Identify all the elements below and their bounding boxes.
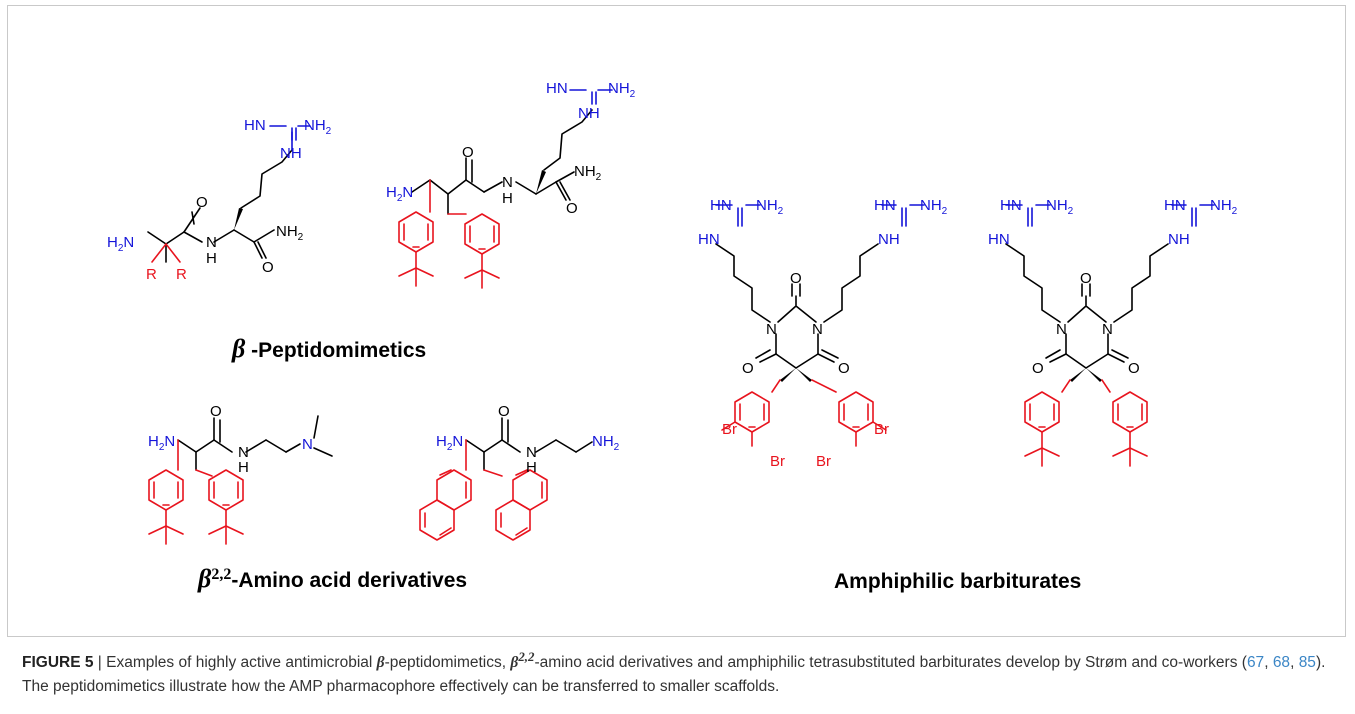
amino-acid-naphthyl-structure: H2N O N H NH2	[419, 403, 620, 541]
svg-text:O: O	[498, 403, 510, 420]
svg-text:O: O	[210, 403, 222, 420]
svg-text:HN: HN	[1000, 197, 1022, 214]
svg-text:NH2: NH2	[920, 197, 948, 217]
svg-text:N: N	[206, 234, 217, 251]
svg-text:NH2: NH2	[756, 197, 784, 217]
svg-text:H2N: H2N	[148, 433, 175, 453]
chemical-structures: H2N R R O N H O NH2 NH HN NH2 H2N	[107, 80, 1238, 545]
svg-text:Br: Br	[722, 421, 737, 438]
svg-text:O: O	[262, 259, 274, 276]
svg-text:HN: HN	[1164, 197, 1186, 214]
svg-text:N: N	[302, 436, 313, 453]
svg-text:Br: Br	[816, 453, 831, 470]
svg-text:H2N: H2N	[386, 184, 413, 204]
reference-link-67[interactable]: 67	[1246, 654, 1265, 672]
svg-text:HN: HN	[698, 231, 720, 248]
svg-text:O: O	[1128, 360, 1140, 377]
svg-text:H: H	[206, 250, 217, 267]
reference-link-68[interactable]: 68	[1272, 654, 1291, 672]
title-amphiphilic-barbiturates: Amphiphilic barbiturates	[834, 570, 1082, 593]
svg-text:N: N	[1102, 321, 1113, 338]
figure-frame	[7, 5, 1346, 637]
figure-caption: FIGURE 5 | Examples of highly active ant…	[22, 649, 1326, 696]
svg-text:N: N	[812, 321, 823, 338]
title-amino-acid-derivatives: β2,2-Amino acid derivatives	[198, 564, 468, 593]
svg-text:H2N: H2N	[436, 433, 463, 453]
svg-text:H: H	[502, 190, 513, 207]
svg-text:Br: Br	[874, 421, 889, 438]
svg-text:H: H	[526, 459, 537, 476]
svg-text:HN: HN	[710, 197, 732, 214]
svg-text:N: N	[526, 444, 537, 461]
svg-text:O: O	[566, 200, 578, 217]
svg-text:HN: HN	[546, 80, 568, 97]
r-group-label: R	[146, 266, 157, 283]
svg-text:HN: HN	[988, 231, 1010, 248]
svg-text:R: R	[176, 266, 187, 283]
svg-text:O: O	[1032, 360, 1044, 377]
peptidomimetic-tbu-structure: H2N O N H O NH2 NH HN NH2	[386, 80, 636, 289]
figure-label: FIGURE 5	[22, 654, 94, 672]
svg-text:NH2: NH2	[304, 117, 332, 137]
svg-text:N: N	[766, 321, 777, 338]
svg-text:Br: Br	[770, 453, 785, 470]
svg-text:NH: NH	[1168, 231, 1190, 248]
svg-text:NH: NH	[878, 231, 900, 248]
svg-text:N: N	[502, 174, 513, 191]
svg-text:NH2: NH2	[592, 433, 620, 453]
svg-text:HN: HN	[874, 197, 896, 214]
svg-text:NH2: NH2	[276, 223, 304, 243]
title-peptidomimetics: β -Peptidomimetics	[232, 334, 427, 363]
svg-text:N: N	[1056, 321, 1067, 338]
svg-text:O: O	[462, 144, 474, 161]
svg-text:NH2: NH2	[1046, 197, 1074, 217]
svg-text:HN: HN	[244, 117, 266, 134]
svg-text:NH2: NH2	[608, 80, 636, 100]
svg-text:O: O	[790, 270, 802, 287]
svg-text:N: N	[238, 444, 249, 461]
carbonyl-oxygen: O	[196, 194, 208, 211]
barbiturate-dibromo-structure: O N N O O HN HN NH2 NH HN NH2 Br Br Br B…	[698, 197, 948, 470]
reference-link-85[interactable]: 85	[1298, 654, 1316, 672]
svg-text:NH: NH	[578, 105, 600, 122]
amino-acid-dimethyl-structure: H2N O N H N	[148, 403, 333, 545]
svg-text:NH: NH	[280, 145, 302, 162]
barbiturate-tbu-structure: O N N O O HN HN NH2 NH HN NH2	[988, 197, 1238, 467]
svg-text:H2N: H2N	[107, 234, 134, 254]
svg-text:O: O	[742, 360, 754, 377]
svg-text:O: O	[1080, 270, 1092, 287]
svg-text:NH2: NH2	[1210, 197, 1238, 217]
peptidomimetic-r-structure: H2N R R O N H O NH2 NH HN NH2	[107, 117, 332, 283]
svg-text:O: O	[838, 360, 850, 377]
svg-text:H: H	[238, 459, 249, 476]
svg-text:NH2: NH2	[574, 163, 602, 183]
